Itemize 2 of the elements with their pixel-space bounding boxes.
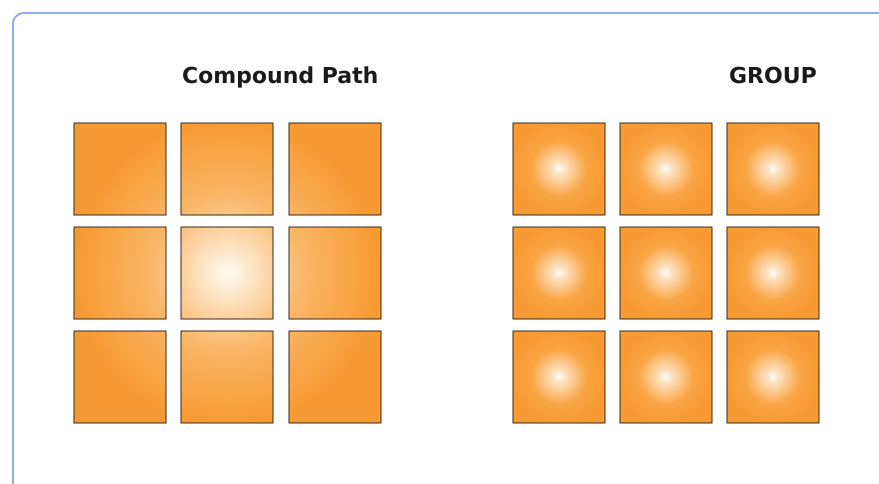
heading: Compound Path <box>182 64 378 89</box>
heading: GROUP <box>729 64 817 89</box>
